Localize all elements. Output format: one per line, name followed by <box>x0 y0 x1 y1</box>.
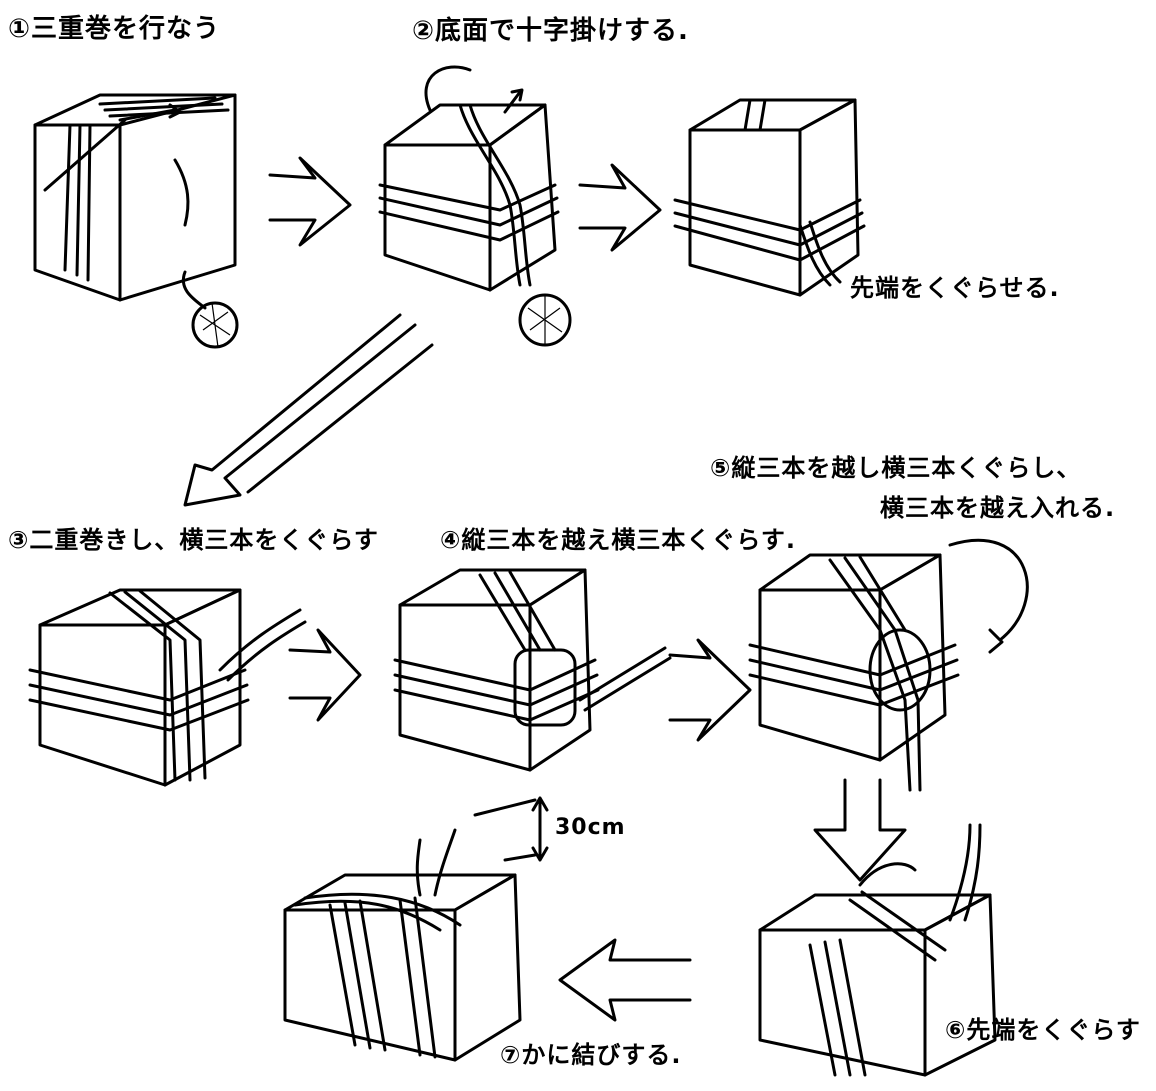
box-step-5 <box>748 538 1029 792</box>
caption-step-6: ⑥先端をくぐらす <box>945 1016 1141 1044</box>
caption-step-4: ④縦三本を越え横三本くぐらす. <box>440 526 796 554</box>
caption-step-2b: 先端をくぐらせる. <box>850 274 1060 302</box>
arrow-6-to-7 <box>558 938 692 1022</box>
caption-step-5b: 横三本を越え入れる. <box>880 494 1116 522</box>
dimension-label: 30cm <box>555 815 626 840</box>
arrow-4-to-5 <box>668 638 752 742</box>
box-step-2b <box>673 98 866 297</box>
box-step-4 <box>393 568 672 772</box>
caption-step-3: ③二重巻きし、横三本をくぐらす <box>8 526 379 554</box>
arrow-2-to-3 <box>183 313 434 507</box>
arrow-3-to-4 <box>288 628 362 722</box>
arrow-5-to-6 <box>813 778 907 882</box>
box-step-3 <box>28 588 307 787</box>
box-step-6 <box>758 823 997 1077</box>
box-step-7 <box>283 796 549 1062</box>
caption-step-5a: ⑤縦三本を越し横三本くぐらし、 <box>710 454 1082 482</box>
arrow-1-to-2 <box>268 156 352 247</box>
caption-step-2: ②底面で十字掛けする. <box>412 16 689 46</box>
box-step-1 <box>33 93 239 349</box>
caption-step-7: ⑦かに結びする. <box>500 1041 682 1069</box>
box-step-2 <box>378 65 572 347</box>
arrow-2-to-2b <box>578 163 662 252</box>
caption-step-1: ①三重巻を行なう <box>8 14 221 44</box>
